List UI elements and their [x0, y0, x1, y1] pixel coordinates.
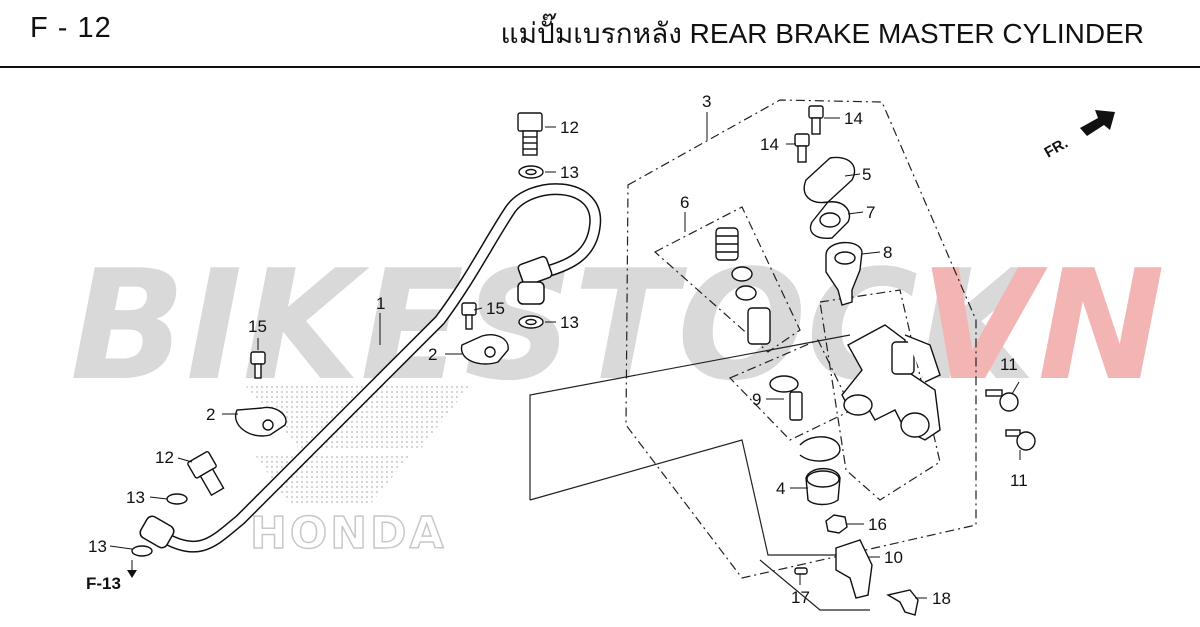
callout-2-left: 2: [206, 405, 215, 424]
callout-3: 3: [702, 92, 711, 111]
honda-wing-logo: [245, 385, 470, 505]
callout-13-mid: 13: [560, 313, 579, 332]
callout-2-right: 2: [428, 345, 437, 364]
clip-icon: [886, 589, 919, 616]
honda-logo-text: HONDA: [250, 508, 447, 559]
reservoir-cap-icon: [803, 156, 856, 204]
callout-13-top: 13: [560, 163, 579, 182]
reference-link-f13[interactable]: F-13: [86, 574, 121, 593]
washer-icon: [166, 493, 188, 505]
reference-arrow-icon: [127, 570, 137, 578]
leader-frame-bottom: [529, 439, 865, 556]
screw-icon: [250, 351, 266, 379]
bolt-icon: [808, 105, 824, 135]
callout-11-top: 11: [1000, 355, 1018, 374]
callout-7: 7: [866, 203, 875, 222]
leader-lines: [109, 112, 1021, 599]
callout-14-left: 14: [760, 135, 779, 154]
page-code: F - 12: [30, 12, 112, 44]
bolt-icon: [187, 451, 225, 497]
callout-15-right: 15: [486, 299, 505, 318]
piston-icon: [747, 307, 771, 345]
callout-13-bottom: 13: [88, 537, 107, 556]
leader-frame-bracket: [759, 559, 870, 611]
callout-8: 8: [883, 243, 892, 262]
bolt-icon: [1005, 429, 1036, 451]
callout-4: 4: [776, 479, 785, 498]
callout-14-top: 14: [844, 109, 863, 128]
front-direction-label: FR.: [1042, 135, 1071, 162]
bracket-icon: [835, 539, 873, 599]
front-direction-icon: FR.: [1042, 110, 1115, 162]
callout-5: 5: [862, 165, 871, 184]
cup-seal-icon: [735, 285, 757, 301]
bolt-icon: [794, 133, 810, 163]
assembly-box-body: [819, 289, 941, 501]
circlip-icon: [799, 436, 841, 462]
washer-icon: [131, 545, 153, 557]
callout-17: 17: [791, 588, 810, 607]
callout-9: 9: [752, 390, 761, 409]
brake-hose: [139, 183, 602, 553]
page-title: แม่ปั๊มเบรกหลัง REAR BRAKE MASTER CYLIND…: [500, 18, 1144, 49]
bolt-icon: [985, 389, 1019, 412]
pin-icon: [794, 567, 808, 575]
pushrod-icon: [769, 375, 799, 393]
callout-1: 1: [376, 294, 385, 313]
callout-10: 10: [884, 548, 903, 567]
callout-15-left: 15: [248, 317, 267, 336]
leader-frame-left: [529, 334, 851, 500]
master-cylinder-body-icon: [841, 324, 941, 441]
header-divider: [0, 66, 1200, 68]
assembly-box-master-cylinder: [625, 99, 977, 579]
assembly-box-piston-kit: [653, 206, 801, 353]
callout-16: 16: [868, 515, 887, 534]
hose-clamp-icon: [460, 334, 509, 365]
watermark-text-red: VN: [920, 237, 1165, 414]
callout-12-left: 12: [155, 448, 174, 467]
callout-18: 18: [932, 589, 951, 608]
cup-seal-icon: [731, 266, 753, 282]
callout-11-bottom: 11: [1010, 471, 1028, 490]
callout-12-top: 12: [560, 118, 579, 137]
callout-13-left: 13: [126, 488, 145, 507]
callout-6: 6: [680, 193, 689, 212]
bolt-icon: [517, 112, 543, 156]
nut-icon: [825, 514, 848, 534]
hose-clamp-icon: [234, 406, 287, 437]
